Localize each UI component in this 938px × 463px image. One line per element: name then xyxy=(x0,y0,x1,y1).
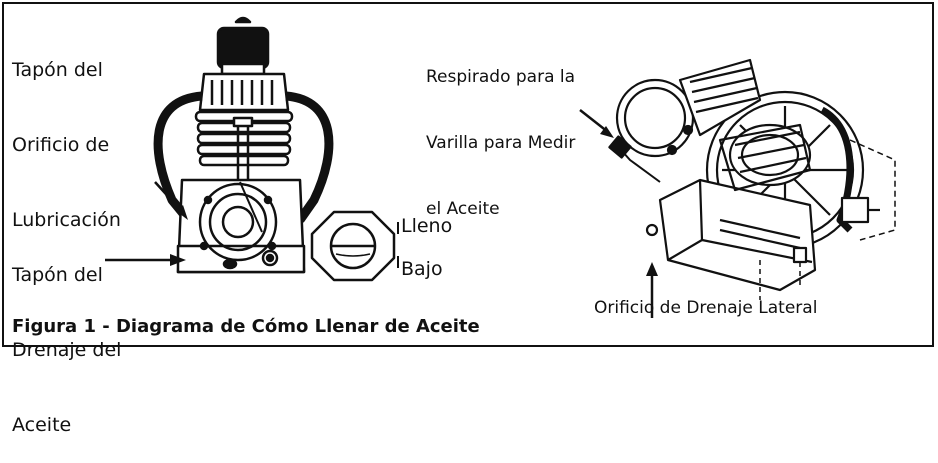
fill-cap-drawing xyxy=(216,16,270,76)
frame-arms-drawing xyxy=(153,91,334,225)
cylinder-head-drawing xyxy=(198,72,290,112)
low-level-label: Bajo xyxy=(401,258,443,280)
compressor-assembly-drawing xyxy=(608,58,896,300)
figure-caption: Figura 1 - Diagrama de Cómo Llenar de Ac… xyxy=(12,316,480,337)
fill-plug-label: Tapón del Orificio de Lubricación xyxy=(12,59,121,231)
pump-diagram xyxy=(105,16,896,318)
cylinder-fins-drawing xyxy=(194,110,294,167)
full-level-label: Lleno xyxy=(401,215,453,237)
breather-label: Respirado para la Varilla para Medir el … xyxy=(426,67,576,219)
crankcase-drawing xyxy=(176,178,306,274)
sight-glass-drawing xyxy=(310,210,399,282)
side-drain-label: Orificio de Drenaje Lateral xyxy=(594,298,818,318)
figure-frame xyxy=(2,2,934,347)
drain-plug-label: Tapón del Drenaje del Aceite xyxy=(12,264,122,436)
